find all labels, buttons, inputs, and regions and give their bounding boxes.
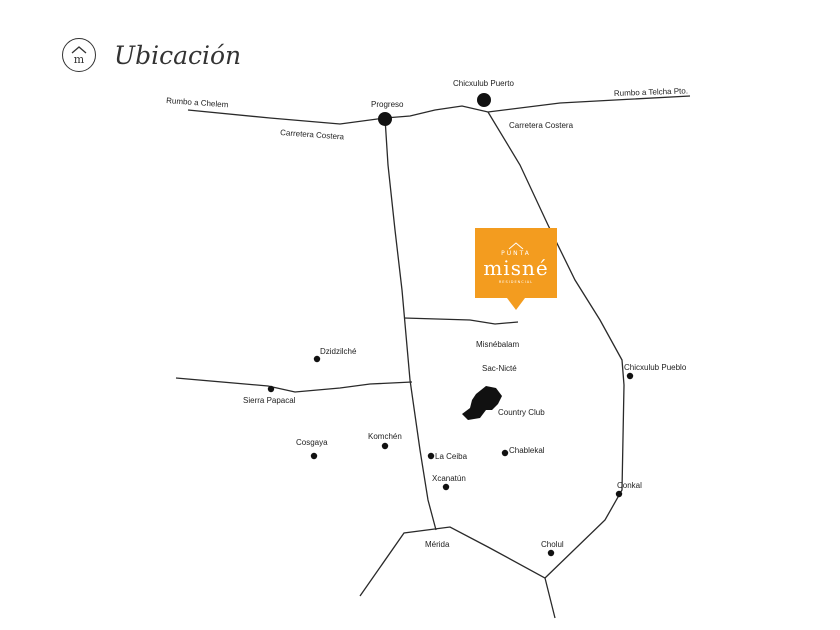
label-chablekal: Chablekal — [509, 446, 545, 455]
svg-text:m: m — [74, 53, 85, 66]
chablekal-dot — [501, 449, 509, 457]
road-progreso-merida — [384, 117, 437, 531]
sierra-papacal-dot — [267, 385, 275, 393]
xcanatun-dot — [442, 483, 450, 491]
progreso-city-dot — [378, 112, 392, 126]
label-progreso: Progreso — [371, 100, 404, 109]
label-carretera-costera-left: Carretera Costera — [280, 128, 345, 141]
label-misnebalam: Misnébalam — [476, 340, 519, 349]
label-rumbo-chelem: Rumbo a Chelem — [166, 96, 229, 109]
chicxulub-puerto-city-dot — [477, 93, 491, 107]
page-header: m Ubicación — [62, 36, 241, 74]
marker-sub-text: RESIDENCIAL — [498, 280, 534, 284]
label-komchen: Komchén — [368, 432, 402, 441]
dzidzilche-dot — [313, 355, 321, 363]
komchen-dot — [381, 442, 389, 450]
label-cholul: Cholul — [541, 540, 564, 549]
roof-icon — [508, 242, 524, 250]
page-title: Ubicación — [114, 40, 242, 70]
label-la-ceiba: La Ceiba — [435, 452, 468, 461]
la-ceiba-dot — [427, 452, 435, 460]
road-chicxulub-east — [487, 111, 625, 579]
label-sac-nicte: Sac-Nicté — [482, 364, 517, 373]
label-rumbo-telchac: Rumbo a Telcha Pto. — [614, 86, 688, 98]
cholul-dot — [547, 549, 555, 557]
label-carretera-costera-right: Carretera Costera — [509, 121, 574, 130]
road-sierra-papacal — [175, 377, 413, 393]
road-to-misne — [403, 317, 519, 325]
coastal-road-east — [384, 95, 691, 119]
marker-brand-name: misné — [483, 256, 549, 280]
country-club-shape — [462, 386, 502, 420]
label-chicxulub-puerto: Chicxulub Puerto — [453, 79, 514, 88]
house-m-icon: m — [62, 38, 96, 72]
road-merida-south — [359, 526, 556, 619]
marker-top-text: PUNTA — [501, 250, 531, 257]
label-conkal: Conkal — [617, 481, 642, 490]
label-country-club: Country Club — [498, 408, 545, 417]
label-chicxulub-pueblo: Chicxulub Pueblo — [624, 363, 687, 372]
label-cosgaya: Cosgaya — [296, 438, 328, 447]
chicxulub-pueblo-dot — [626, 372, 634, 380]
punta-misne-location-marker[interactable]: PUNTA misné RESIDENCIAL — [475, 228, 557, 310]
conkal-dot — [615, 490, 623, 498]
label-dzidzilche: Dzidzilché — [320, 347, 357, 356]
label-sierra-papacal: Sierra Papacal — [243, 396, 296, 405]
label-merida: Mérida — [425, 540, 450, 549]
coastal-road-west — [187, 109, 386, 125]
cosgaya-dot — [310, 452, 318, 460]
label-xcanatun: Xcanatún — [432, 474, 466, 483]
